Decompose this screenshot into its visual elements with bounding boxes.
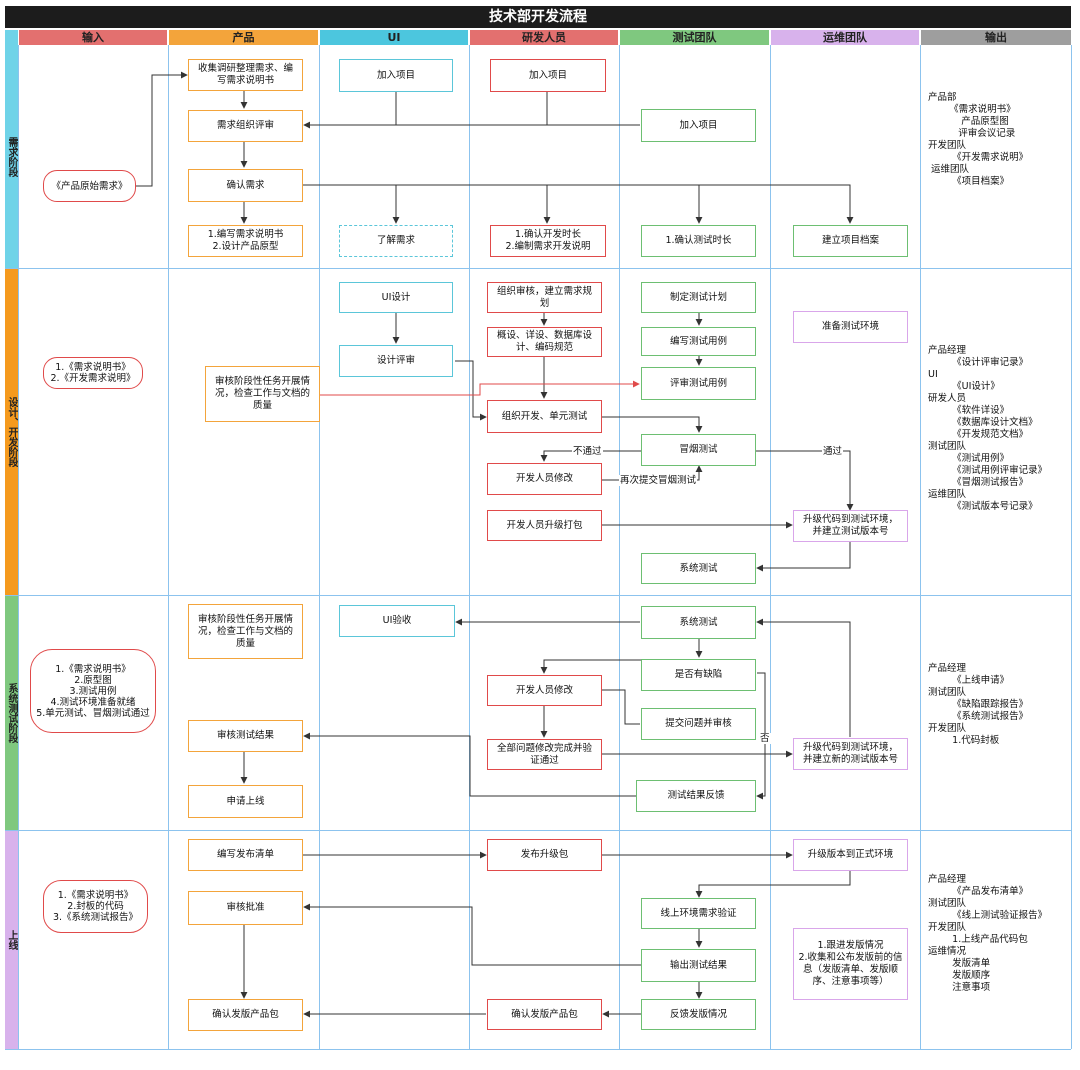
- dev-design-code-box: 概设、详设、数据库设 计、编码规范: [487, 327, 602, 357]
- sys-review-results-box: 审核测试结果: [188, 720, 303, 752]
- grid-line: [619, 45, 620, 1049]
- column-header-ops: 运维团队: [771, 30, 919, 45]
- sys-result-feedback-box: 测试结果反馈: [636, 780, 756, 812]
- stage-bar-release: [5, 830, 18, 1049]
- rel-product-confirm-box: 确认发版产品包: [188, 999, 303, 1031]
- rel-online-verify-box: 线上环境需求验证: [641, 898, 756, 929]
- dev-system-test-box: 系统测试: [641, 553, 756, 584]
- req-product-docs-box: 1.编写需求说明书 2.设计产品原型: [188, 225, 303, 257]
- diagram-title: 技术部开发流程: [5, 6, 1071, 28]
- sys-ui-accept-box: UI验收: [339, 605, 455, 637]
- rel-input-oval: 1.《需求说明书》 2.封板的代码 3.《系统测试报告》: [43, 880, 148, 933]
- dev-pass-label: 通过: [822, 446, 844, 457]
- grid-line: [168, 45, 169, 1049]
- dev-resubmit-label: 再次提交冒烟测试: [619, 475, 698, 486]
- req-test-estimate-box: 1.确认测试时长: [641, 225, 756, 257]
- dev-ui-review-box: 设计评审: [339, 345, 453, 377]
- sys-ops-upgrade-box: 升级代码到测试环境， 并建立新的测试版本号: [793, 738, 908, 770]
- sys-apply-release-box: 申请上线: [188, 785, 303, 818]
- column-header-dev: 研发人员: [470, 30, 618, 45]
- req-ui-join-box: 加入项目: [339, 59, 453, 92]
- rel-ops-upgrade-box: 升级版本到正式环境: [793, 839, 908, 871]
- sys-input-oval: 1.《需求说明书》 2.原型图 3.测试用例 4.测试环境准备就绪 5.单元测试…: [30, 649, 156, 733]
- grid-line: [5, 1049, 1071, 1050]
- dev-fix-box: 开发人员修改: [487, 463, 602, 495]
- grid-line: [770, 45, 771, 1049]
- req-ui-understand-box: 了解需求: [339, 225, 453, 257]
- req-dev-join-box: 加入项目: [490, 59, 606, 92]
- rel-test-output-box: 输出测试结果: [641, 949, 756, 982]
- dev-input-oval: 1.《需求说明书》 2.《开发需求说明》: [43, 357, 143, 389]
- stage-bar-system-test: [5, 595, 18, 830]
- rel-dev-publish-box: 发布升级包: [487, 839, 602, 871]
- sys-dev-verified-box: 全部问题修改完成并验 证通过: [487, 739, 602, 770]
- dev-package-box: 开发人员升级打包: [487, 510, 602, 541]
- stage-bar-design-dev: [5, 268, 18, 595]
- sys-output-list: 产品经理 《上线申请》 测试团队 《缺陷跟踪报告》 《系统测试报告》 开发团队 …: [928, 663, 1029, 746]
- grid-line: [5, 268, 1071, 269]
- sys-test-run-box: 系统测试: [641, 606, 756, 639]
- dev-case-review-box: 评审测试用例: [641, 367, 756, 400]
- req-product-collect-box: 收集调研整理需求、编 写需求说明书: [188, 59, 303, 91]
- dev-ops-env-box: 准备测试环境: [793, 311, 908, 343]
- rel-approve-box: 审核批准: [188, 891, 303, 925]
- dev-smoke-test-box: 冒烟测试: [641, 434, 756, 466]
- column-header-product: 产品: [169, 30, 318, 45]
- req-ops-archive-box: 建立项目档案: [793, 225, 908, 257]
- dev-output-list: 产品经理 《设计评审记录》 UI 《UI设计》 研发人员 《软件详设》 《数据库…: [928, 345, 1048, 512]
- stage-label-system-test: 系统测试阶段: [6, 682, 17, 743]
- dev-plan-box: 组织审核，建立需求规 划: [487, 282, 602, 313]
- column-header-output: 输出: [921, 30, 1071, 45]
- column-header-test: 测试团队: [620, 30, 769, 45]
- grid-line: [920, 45, 921, 1049]
- grid-line: [18, 45, 19, 1049]
- rel-dev-confirm-box: 确认发版产品包: [487, 999, 602, 1030]
- grid-line: [5, 595, 1071, 596]
- sys-submit-issue-box: 提交问题并审核: [641, 708, 756, 740]
- dev-ui-design-box: UI设计: [339, 282, 453, 313]
- stage-label-requirements: 需求阶段: [6, 136, 17, 177]
- sys-no-label: 否: [759, 733, 771, 744]
- dev-ops-upgrade-box: 升级代码到测试环境， 并建立测试版本号: [793, 510, 908, 542]
- stage-bar-requirements: [5, 30, 18, 268]
- rel-output-list: 产品经理 《产品发布清单》 测试团队 《线上测试验证报告》 开发团队 1.上线产…: [928, 874, 1048, 993]
- column-header-ui: UI: [320, 30, 468, 45]
- dev-product-audit-box: 审核阶段性任务开展情 况，检查工作与文档的 质量: [205, 366, 320, 422]
- dev-fail-label: 不通过: [572, 446, 603, 457]
- req-input-oval: 《产品原始需求》: [43, 170, 136, 202]
- grid-line: [319, 45, 320, 1049]
- rel-ops-follow-box: 1.跟进发版情况 2.收集和公布发版前的信 息（发版清单、发版顺 序、注意事项等…: [793, 928, 908, 1000]
- sys-defect-check-box: 是否有缺陷: [641, 659, 756, 691]
- req-product-review-box: 需求组织评审: [188, 110, 303, 142]
- dev-test-cases-box: 编写测试用例: [641, 327, 756, 356]
- req-output-list: 产品部 《需求说明书》 产品原型图 评审会议记录 开发团队 《开发需求说明》 运…: [928, 92, 1029, 187]
- dev-test-plan-box: 制定测试计划: [641, 282, 756, 313]
- grid-line: [5, 830, 1071, 831]
- sys-product-audit-box: 审核阶段性任务开展情 况，检查工作与文档的 质量: [188, 604, 303, 659]
- grid-line: [469, 45, 470, 1049]
- sys-dev-fix-box: 开发人员修改: [487, 675, 602, 706]
- rel-feedback-box: 反馈发版情况: [641, 999, 756, 1030]
- req-product-confirm-box: 确认需求: [188, 169, 303, 202]
- rel-release-list-box: 编写发布清单: [188, 839, 303, 871]
- dev-unit-test-box: 组织开发、单元测试: [487, 400, 602, 433]
- req-dev-estimate-box: 1.确认开发时长 2.编制需求开发说明: [490, 225, 606, 257]
- grid-line: [1071, 45, 1072, 1049]
- stage-label-design-dev: 设计、开发阶段: [6, 396, 17, 467]
- column-header-input: 输入: [19, 30, 167, 45]
- req-test-join-box: 加入项目: [641, 109, 756, 142]
- stage-label-release: 上线: [6, 929, 17, 950]
